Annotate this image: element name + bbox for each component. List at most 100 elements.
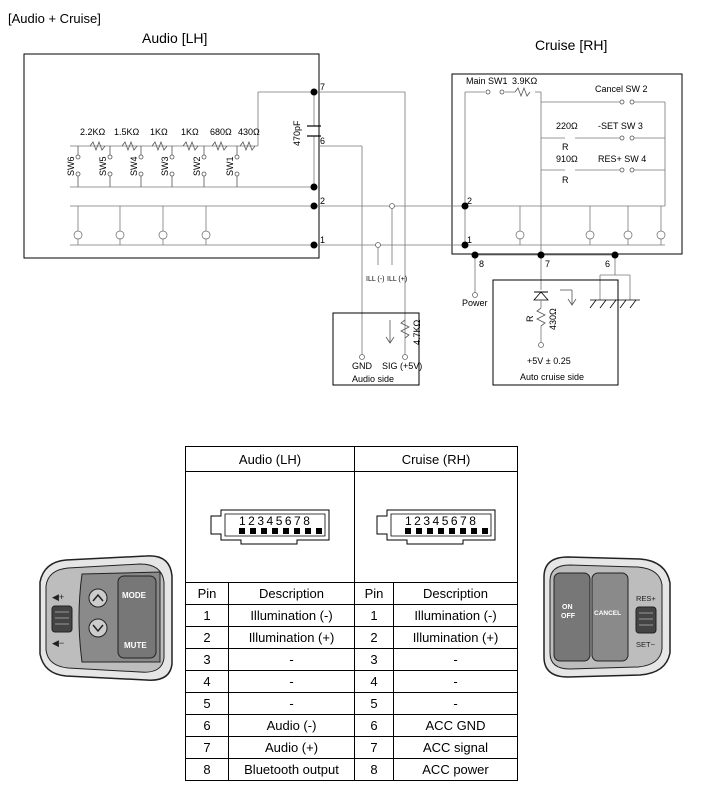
diagram-header: [Audio + Cruise] [8, 11, 101, 26]
ill-minus-label: ILL (-) [366, 276, 384, 283]
connector-table: Audio (LH) Cruise (RH) 12345678 12345678 [185, 446, 518, 781]
label-sw5: SW5 [98, 156, 108, 176]
cruise-pin: 4 [354, 670, 394, 693]
res-sw1: 430Ω [238, 127, 260, 137]
res-sw4: 1KΩ [150, 127, 168, 137]
pin-1-label: 1 [320, 235, 325, 245]
left-vol-up-label: ◀+ [52, 592, 64, 602]
res-sw4-label: RES+ SW 4 [598, 154, 646, 164]
cruise-pin-2-label: 2 [467, 196, 472, 206]
audio-desc: Audio (+) [228, 736, 355, 759]
audio-box [23, 53, 320, 259]
audio-title: Audio [LH] [142, 30, 207, 46]
left-steering-control: MODE MUTE ◀+ ◀− [39, 555, 173, 681]
wiring-diagram: [Audio + Cruise] Audio [LH] Cruise [RH] … [8, 11, 683, 386]
set-r-label: R [562, 142, 569, 152]
audio-pin: 1 [185, 604, 229, 627]
right-on-label: ON [562, 604, 573, 611]
res-r-label: R [562, 175, 569, 185]
audio-desc: Illumination (-) [228, 604, 355, 627]
cruise-connector-icon: 12345678 [376, 509, 496, 544]
res-resistor-label: 910Ω [556, 154, 578, 164]
set-resistor-label: 220Ω [556, 121, 578, 131]
left-mode-label: MODE [122, 591, 147, 600]
audio-desc-col-header: Description [228, 582, 355, 605]
audio-desc: - [228, 692, 355, 715]
right-steering-control: ON OFF CANCEL RES+ SET− [543, 556, 671, 678]
audio-connector-icon: 12345678 [210, 509, 330, 544]
pin-2-label: 2 [320, 196, 325, 206]
cruise-pin: 5 [354, 692, 394, 715]
cruise-desc: - [393, 670, 518, 693]
cruise-pin-1-label: 1 [467, 235, 472, 245]
left-vol-down-label: ◀− [52, 638, 64, 648]
cruise-desc-col-header: Description [393, 582, 518, 605]
cruise-pin: 8 [354, 758, 394, 781]
audio-side-resistor: 4.7KΩ [412, 319, 422, 345]
cruise-desc: - [393, 692, 518, 715]
label-sw2: SW2 [192, 156, 202, 176]
audio-desc: - [228, 670, 355, 693]
table-row: 2 Illumination (+) 2 Illumination (+) [185, 626, 518, 649]
cruise-side-r: R [525, 315, 535, 322]
audio-pin: 4 [185, 670, 229, 693]
cruise-side-label: Auto cruise side [520, 372, 584, 382]
label-sw3: SW3 [160, 156, 170, 176]
right-res-label: RES+ [636, 594, 656, 603]
audio-pin: 3 [185, 648, 229, 671]
label-sw4: SW4 [129, 156, 139, 176]
audio-pin-col-header: Pin [185, 582, 229, 605]
cruise-desc: - [393, 648, 518, 671]
cruise-connector-cell: 12345678 [354, 471, 518, 583]
table-row: 3 - 3 - [185, 648, 518, 671]
cruise-pin-8-label: 8 [479, 259, 484, 269]
audio-side-label: Audio side [352, 374, 394, 384]
power-label: Power [462, 298, 488, 308]
table-row: 5 - 5 - [185, 692, 518, 715]
audio-sig-label: SIG (+5V) [382, 361, 422, 371]
audio-gnd-label: GND [352, 361, 373, 371]
cruise-desc: Illumination (+) [393, 626, 518, 649]
res-sw6: 2.2KΩ [80, 127, 106, 137]
capacitor-label: 470pF [292, 120, 302, 146]
audio-header: Audio (LH) [185, 446, 355, 472]
cruise-pin-col-header: Pin [354, 582, 394, 605]
res-sw5: 1.5KΩ [114, 127, 140, 137]
table-row: 8 Bluetooth output 8 ACC power [185, 758, 518, 781]
audio-side-box [332, 312, 420, 386]
audio-pin: 7 [185, 736, 229, 759]
right-off-label: OFF [561, 613, 576, 620]
table-row: 7 Audio (+) 7 ACC signal [185, 736, 518, 759]
res-sw2: 680Ω [210, 127, 232, 137]
label-sw6: SW6 [66, 156, 76, 176]
cruise-side-resistor: 430Ω [548, 308, 558, 330]
cruise-pin: 7 [354, 736, 394, 759]
cruise-pin: 2 [354, 626, 394, 649]
cruise-pin: 6 [354, 714, 394, 737]
table-row: 1 Illumination (-) 1 Illumination (-) [185, 604, 518, 627]
cancel-sw2-label: Cancel SW 2 [595, 84, 648, 94]
audio-desc: Bluetooth output [228, 758, 355, 781]
cruise-desc: ACC power [393, 758, 518, 781]
audio-desc: Illumination (+) [228, 626, 355, 649]
cruise-pin-7-label: 7 [545, 259, 550, 269]
pin-7-label: 7 [320, 82, 325, 92]
audio-desc: Audio (-) [228, 714, 355, 737]
left-mute-label: MUTE [124, 641, 147, 650]
main-sw1-label: Main SW1 [466, 76, 508, 86]
right-cancel-label: CANCEL [594, 610, 621, 617]
cruise-side-box [492, 279, 619, 386]
cruise-pin-6-label: 6 [605, 259, 610, 269]
cruise-side-voltage: +5V ± 0.25 [527, 356, 571, 366]
ill-plus-label: ILL (+) [387, 276, 407, 283]
cruise-connector-pins: 12345678 [405, 514, 478, 528]
audio-pin: 2 [185, 626, 229, 649]
cruise-desc: ACC GND [393, 714, 518, 737]
cruise-title: Cruise [RH] [535, 37, 607, 53]
audio-pin: 8 [185, 758, 229, 781]
label-sw1: SW1 [225, 156, 235, 176]
audio-pin: 5 [185, 692, 229, 715]
right-set-label: SET− [636, 640, 656, 649]
res-sw3: 1KΩ [181, 127, 199, 137]
audio-connector-pins: 12345678 [239, 514, 312, 528]
